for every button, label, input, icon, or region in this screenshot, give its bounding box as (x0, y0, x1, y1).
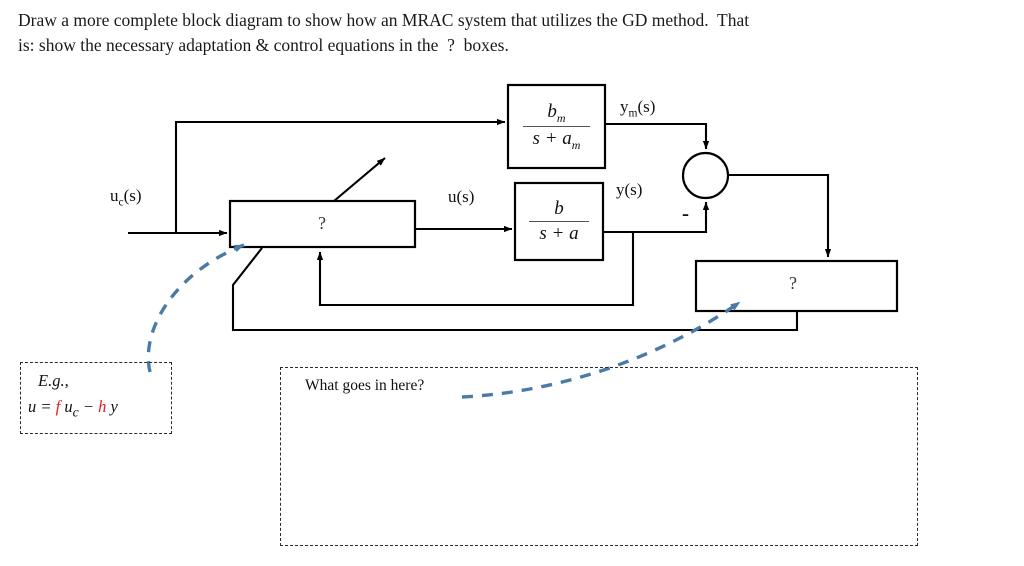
example-annotation-text: E.g., u = f uc − h y (24, 368, 170, 425)
example-heading: E.g., (38, 371, 69, 390)
label-reference-input: uc(s) (110, 186, 142, 209)
label-control-input: u(s) (448, 187, 475, 206)
wire-model-to-sum (605, 122, 710, 150)
wire-error-to-adaptation (728, 173, 832, 258)
answer-annotation-box[interactable] (280, 367, 918, 546)
gain-h: h (98, 397, 107, 416)
adaptation-block[interactable] (694, 259, 899, 313)
plant-numerator: b (554, 197, 564, 219)
adaptation-question-mark: ? (789, 273, 797, 293)
plant-block[interactable] (513, 181, 605, 262)
reference-model-denominator: s + am (522, 125, 591, 152)
controller-question-mark: ? (318, 213, 326, 233)
plant-expression: b s + a (515, 183, 603, 260)
wire-plant-feedback-to-controller (316, 232, 635, 307)
controller-block[interactable] (228, 199, 417, 249)
reference-model-block[interactable] (506, 83, 607, 170)
answer-box-prompt: What goes in here? (305, 377, 425, 394)
example-equation: u = f uc − h y (28, 397, 118, 420)
prompt-text: Draw a more complete block diagram to sh… (18, 8, 1008, 58)
reference-model-expression: bm s + am (508, 85, 605, 168)
signal-wires (128, 118, 832, 332)
label-model-output: ym(s) (620, 97, 656, 120)
pointer-example-to-controller (146, 243, 245, 373)
gain-f: f (55, 397, 61, 416)
wire-plant-to-sum (603, 201, 710, 234)
summing-junction (681, 151, 730, 200)
wire-adaptation-params-to-controller (231, 247, 799, 332)
label-plant-output: y(s) (616, 180, 643, 199)
pointer-answer-to-adaptation (461, 300, 741, 399)
summing-junction-negative-sign: - (682, 201, 689, 225)
block-outlines (228, 83, 899, 313)
plant-denominator: s + a (529, 220, 589, 245)
wire-controller-parameter-tap (333, 157, 386, 202)
example-annotation-box (20, 362, 172, 434)
wire-reference-to-model (174, 118, 506, 233)
reference-model-numerator: bm (547, 100, 566, 125)
prompt-line-1: Draw a more complete block diagram to sh… (18, 10, 750, 30)
prompt-line-2: is: show the necessary adaptation & cont… (18, 35, 509, 55)
annotation-pointers (146, 243, 741, 399)
